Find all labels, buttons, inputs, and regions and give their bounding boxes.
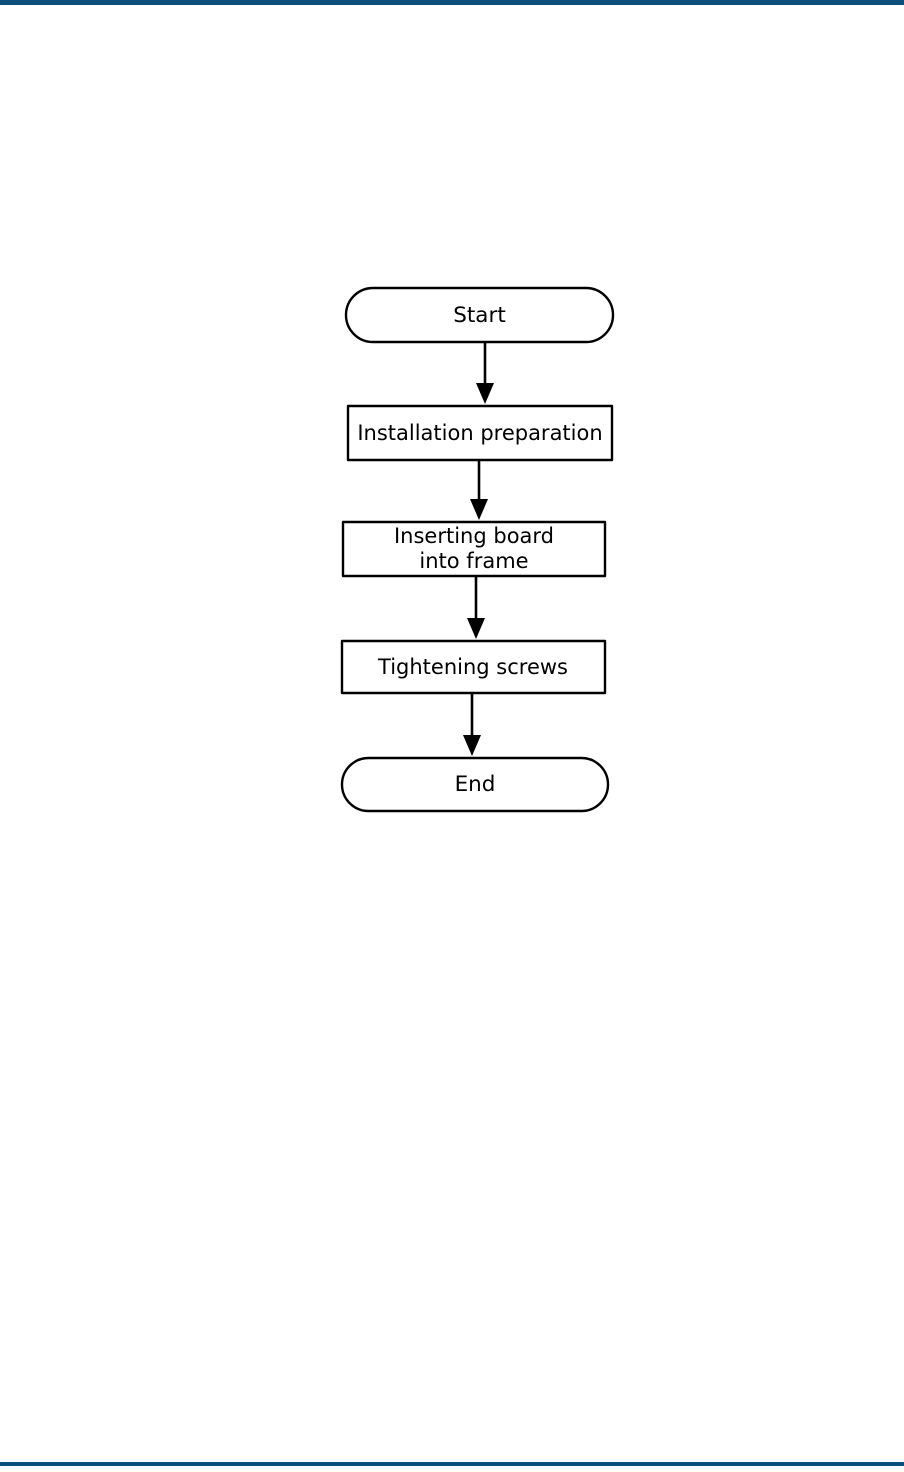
flowchart-node-installation-preparation[interactable]: Installation preparation [346,404,614,462]
flowchart-node-end[interactable]: End [340,756,610,813]
start-node-label: Start [453,303,506,328]
arrowhead-icon [463,735,481,756]
tightening-screws-process-shape [340,639,607,695]
flowchart-node-inserting-board-into-frame[interactable]: Inserting board into frame [341,520,607,578]
installation-preparation-node-label: Installation preparation [357,421,602,445]
page-footer-rule [0,1462,904,1466]
inserting-board-process-shape [341,520,607,578]
flowchart-node-tightening-screws[interactable]: Tightening screws [340,639,607,695]
inserting-board-node-label-line-2: into frame [419,549,528,573]
page-header-rule [0,0,904,5]
flowchart-edge-inserting-to-tightening [467,577,485,639]
end-node-label: End [455,772,496,797]
tightening-screws-node-label: Tightening screws [377,655,568,679]
flowchart-node-start[interactable]: Start [344,286,615,344]
flowchart-edge-installation-to-inserting [470,461,488,520]
flowchart-edge-start-to-installation [476,343,494,404]
flowchart-edge-tightening-to-end [463,694,481,756]
installation-preparation-process-shape [346,404,614,462]
arrowhead-icon [470,499,488,520]
inserting-board-node-label-line-1: Inserting board [394,524,554,548]
end-terminator-shape [340,756,610,813]
start-terminator-shape [344,286,615,344]
arrowhead-icon [476,383,494,404]
arrowhead-icon [467,618,485,639]
